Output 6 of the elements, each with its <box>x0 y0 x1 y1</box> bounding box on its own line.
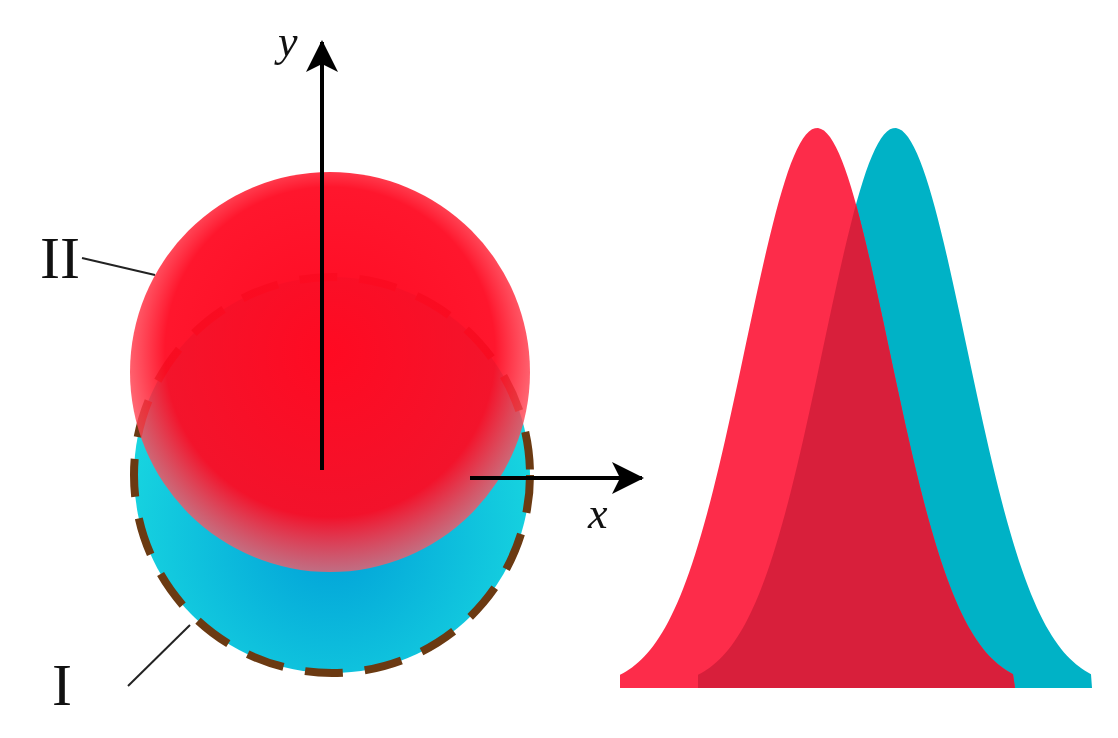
part-label: I <box>52 655 72 715</box>
leader-line <box>127 624 191 687</box>
part-label: II <box>40 228 80 288</box>
leader-line <box>81 257 156 276</box>
axis-label: x <box>588 492 608 536</box>
sphere <box>130 172 530 572</box>
